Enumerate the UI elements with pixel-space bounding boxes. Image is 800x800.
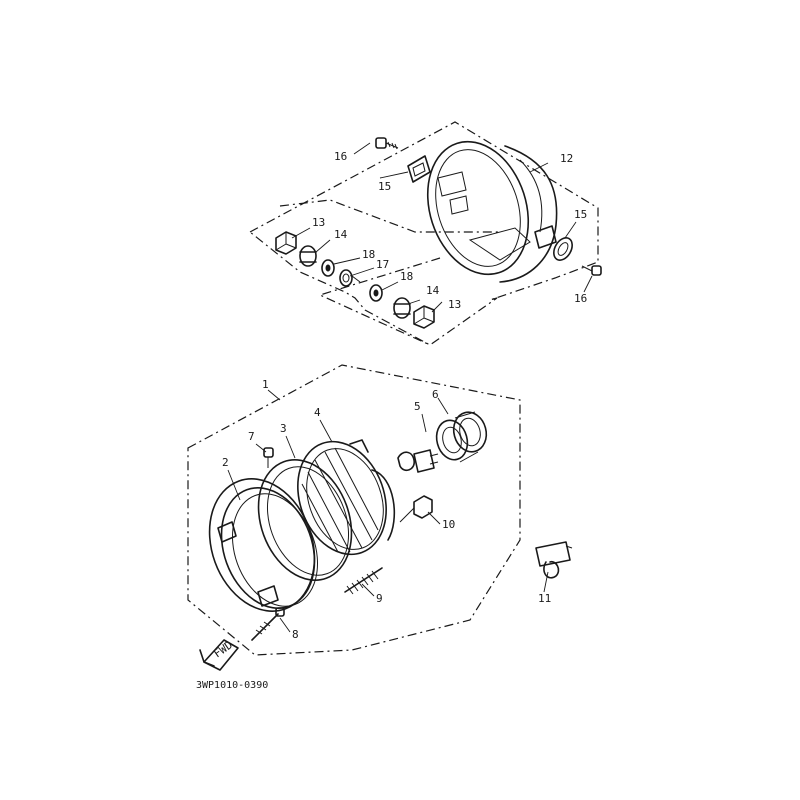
callout-4: 4 bbox=[314, 406, 321, 419]
callout-11: 11 bbox=[538, 592, 551, 605]
callout-14-upper: 14 bbox=[334, 228, 348, 241]
fwd-direction-marker: FWD bbox=[199, 638, 239, 671]
callout-1: 1 bbox=[262, 378, 269, 391]
rim-screw bbox=[263, 447, 274, 468]
callout-13-upper: 13 bbox=[312, 216, 325, 229]
callout-15-upper: 15 bbox=[378, 180, 391, 193]
callout-12: 12 bbox=[560, 152, 573, 165]
callout-16-lower: 16 bbox=[574, 292, 587, 305]
collar-upper bbox=[299, 245, 317, 267]
callout-15-right: 15 bbox=[574, 208, 587, 221]
pilot-bulb bbox=[535, 541, 573, 579]
screw-lower bbox=[581, 265, 602, 276]
adjusting-spring bbox=[344, 567, 383, 595]
callout-7: 7 bbox=[248, 430, 255, 443]
callout-6: 6 bbox=[432, 388, 439, 401]
callout-8: 8 bbox=[292, 628, 299, 641]
callout-3: 3 bbox=[280, 422, 287, 435]
callout-2: 2 bbox=[222, 456, 229, 469]
spacer-nut bbox=[339, 269, 361, 287]
headlight-housing-shell bbox=[426, 140, 558, 283]
lens-gasket bbox=[257, 459, 353, 581]
screw-upper bbox=[375, 137, 399, 150]
leader-lines bbox=[227, 142, 593, 633]
callout-18-lower: 18 bbox=[400, 270, 413, 283]
headlight-bulb bbox=[397, 449, 439, 473]
bulb-socket-cover bbox=[435, 411, 488, 463]
callout-10: 10 bbox=[442, 518, 455, 531]
headlight-unit-group-boundary bbox=[187, 364, 521, 656]
housing-group-boundary bbox=[248, 121, 599, 346]
grommet-right bbox=[553, 237, 573, 261]
nut-upper bbox=[275, 231, 297, 255]
mounting-nut bbox=[399, 495, 433, 523]
callout-9: 9 bbox=[376, 592, 383, 605]
callout-5: 5 bbox=[414, 400, 421, 413]
callout-17: 17 bbox=[376, 258, 389, 271]
callout-14-lower: 14 bbox=[426, 284, 440, 297]
grommet-upper bbox=[407, 155, 431, 183]
callout-16-upper: 16 bbox=[334, 150, 347, 163]
collar-lower bbox=[393, 297, 411, 319]
washer-upper bbox=[321, 259, 335, 277]
headlight-rim bbox=[208, 478, 319, 612]
callout-18-upper: 18 bbox=[362, 248, 375, 261]
callout-13-lower: 13 bbox=[448, 298, 461, 311]
headlight-lens-unit bbox=[297, 439, 395, 556]
nut-lower bbox=[413, 305, 435, 329]
drawing-code: 3WP1010-0390 bbox=[196, 680, 268, 691]
washer-lower bbox=[369, 284, 383, 302]
adjusting-screw bbox=[251, 607, 285, 641]
